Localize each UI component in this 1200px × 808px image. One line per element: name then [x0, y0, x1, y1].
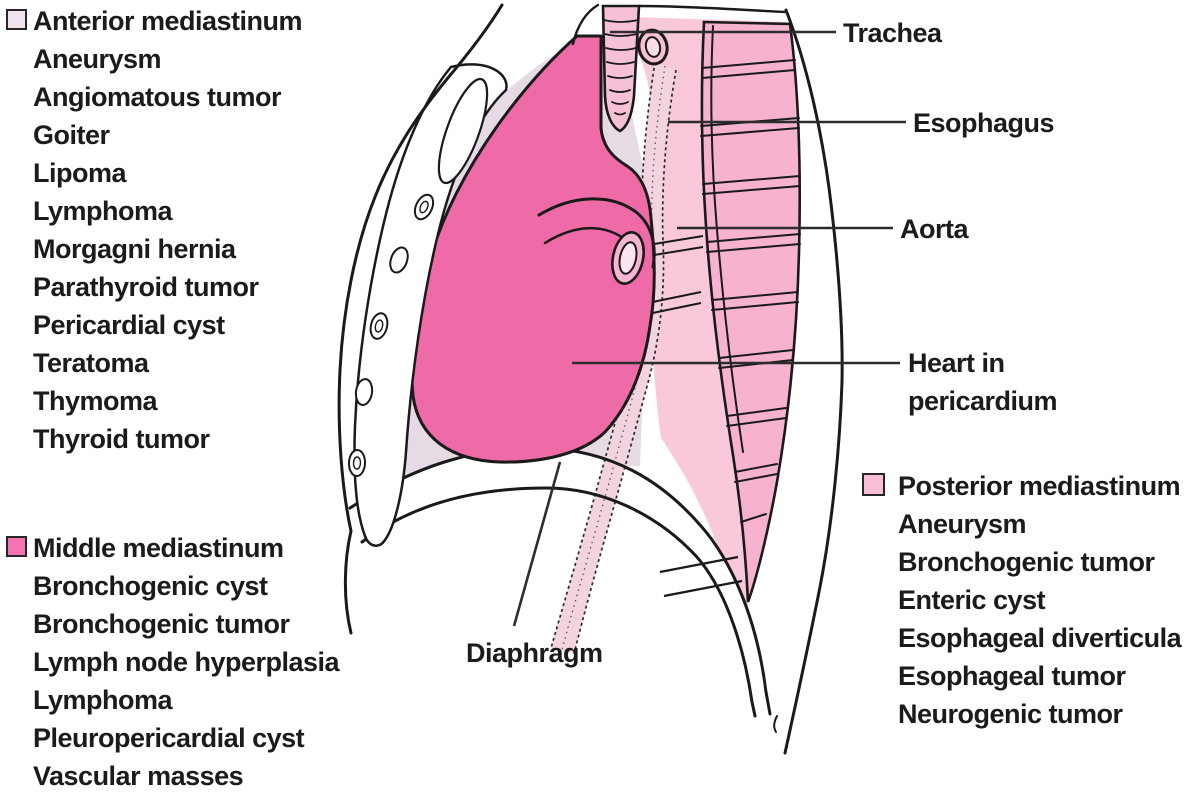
legend-anterior-title: Anterior mediastinum — [33, 6, 303, 36]
bronchus-cross-section — [637, 28, 669, 66]
legend-item: Enteric cyst — [898, 585, 1046, 615]
legend-item: Lymph node hyperplasia — [33, 647, 340, 677]
heart-in-pericardium-label: Heart in pericardium — [908, 344, 1058, 420]
legend-item: Bronchogenic tumor — [898, 547, 1155, 577]
body-outlines — [337, 3, 844, 755]
legend-item: Pleuropericardial cyst — [33, 723, 305, 753]
legend-item: Bronchogenic cyst — [33, 571, 268, 601]
heart-label-line1: Heart in — [908, 348, 1005, 378]
vertebral-column — [700, 20, 802, 603]
anterior-swatch-icon — [6, 9, 27, 30]
aorta-arch — [537, 197, 656, 285]
legend-anterior-title-row: Anterior mediastinum — [6, 2, 303, 40]
trachea-tube — [601, 4, 641, 133]
vertebra-disc-lines — [700, 59, 801, 523]
legend-item: Esophageal diverticula — [898, 623, 1182, 653]
legend-posterior-title: Posterior mediastinum — [898, 471, 1181, 501]
leader-diaphragm — [512, 461, 562, 627]
diaphragm-label: Diaphragm — [466, 638, 603, 668]
legend-item: Bronchogenic tumor — [33, 609, 290, 639]
heart-region — [410, 34, 656, 464]
trachea-rings — [603, 19, 639, 116]
legend-middle-title: Middle mediastinum — [33, 533, 284, 563]
legend-item: Teratoma — [33, 348, 149, 378]
posterior-swatch-icon — [862, 473, 885, 496]
legend-item: Lipoma — [33, 158, 127, 188]
legend-item: Pericardial cyst — [33, 310, 225, 340]
back-outline — [783, 8, 844, 755]
legend-item: Goiter — [33, 120, 110, 150]
legend-item: Parathyroid tumor — [33, 272, 259, 302]
legend-item: Thymoma — [33, 386, 158, 416]
legend-posterior-mediastinum: Posterior mediastinum Aneurysm Bronchoge… — [862, 467, 1182, 733]
diaphragm-band — [350, 447, 770, 714]
legend-item: Vascular masses — [33, 761, 244, 791]
legend-posterior-title-row: Posterior mediastinum — [862, 467, 1181, 505]
neck-line-right — [637, 4, 788, 14]
legend-item: Lymphoma — [33, 196, 173, 226]
legend-middle-title-row: Middle mediastinum — [6, 529, 339, 567]
legend-item: Esophageal tumor — [898, 661, 1126, 691]
neck-line-left — [571, 3, 600, 46]
legend-item: Neurogenic tumor — [898, 699, 1123, 729]
front-outline — [337, 3, 504, 635]
diaphragm-outline — [348, 446, 772, 718]
trachea-label: Trachea — [843, 18, 942, 48]
legend-item: Morgagni hernia — [33, 234, 236, 264]
ladder-lines — [659, 555, 743, 598]
legend-item: Aneurysm — [33, 44, 162, 74]
heart-label-line2: pericardium — [908, 386, 1058, 416]
leader-lines — [512, 30, 906, 627]
legend-middle-mediastinum: Middle mediastinum Bronchogenic cyst Bro… — [6, 529, 340, 795]
costal-cartilage-rings — [347, 193, 435, 477]
middle-swatch-icon — [6, 536, 27, 557]
sternum — [347, 63, 508, 547]
legend-item: Thyroid tumor — [33, 424, 210, 454]
small-tick — [773, 715, 778, 733]
esophagus-label: Esophagus — [913, 108, 1055, 138]
legend-item: Aneurysm — [898, 509, 1027, 539]
legend-item: Lymphoma — [33, 685, 173, 715]
legend-anterior-mediastinum: Anterior mediastinum Aneurysm Angiomatou… — [6, 2, 303, 458]
legend-item: Angiomatous tumor — [33, 82, 282, 112]
aorta-label: Aorta — [900, 214, 969, 244]
